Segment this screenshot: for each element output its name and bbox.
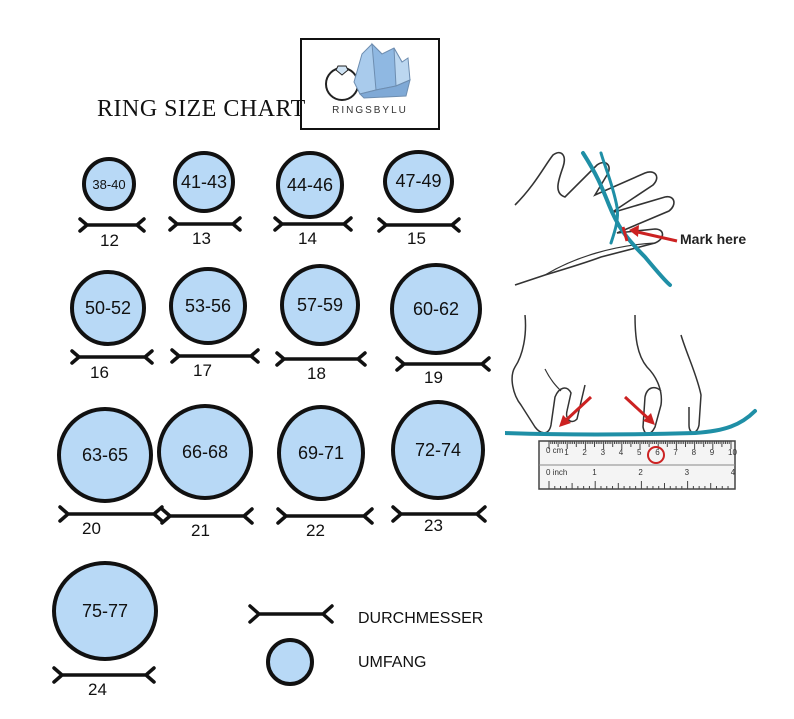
mark-here-label: Mark here — [680, 231, 747, 247]
ruler-cm-tick-label: 5 — [637, 448, 642, 457]
diameter-bracket-17 — [170, 348, 260, 364]
size-circle-20: 63-65 — [57, 407, 153, 503]
diameter-bracket-22 — [276, 507, 374, 525]
logo: RINGSBYLU — [300, 38, 440, 130]
legend-circumference-label: UMFANG — [358, 654, 427, 671]
ruler-cm-tick-label: 8 — [691, 448, 697, 457]
ruler-inch-tick-label: 2 — [638, 468, 643, 477]
legend-diameter-icon — [248, 604, 334, 624]
size-circle-16: 50-52 — [70, 270, 146, 346]
page-title: RING SIZE CHART — [97, 96, 306, 122]
ruler-cm-tick-label: 9 — [709, 448, 715, 457]
size-circle-19: 60-62 — [390, 263, 482, 355]
ruler-measure-illustration — [505, 315, 757, 490]
size-circle-24: 75-77 — [52, 561, 158, 661]
size-number-13: 13 — [192, 229, 211, 248]
ruler-inch-label: 0 inch — [546, 468, 568, 477]
size-circle-18: 57-59 — [280, 264, 360, 346]
size-circle-22: 69-71 — [277, 405, 365, 501]
size-circle-17: 53-56 — [169, 267, 247, 345]
size-circle-21: 66-68 — [157, 404, 253, 500]
diameter-bracket-12 — [78, 217, 146, 233]
legend-diameter-label: DURCHMESSER — [358, 610, 484, 627]
diameter-bracket-16 — [70, 349, 154, 365]
size-number-23: 23 — [424, 516, 443, 535]
ruler-inch-tick-label: 1 — [592, 468, 597, 477]
ruler-cm-tick-label: 1 — [564, 448, 569, 457]
diameter-bracket-18 — [275, 351, 367, 367]
size-circle-13: 41-43 — [173, 151, 235, 213]
size-circle-23: 72-74 — [391, 400, 485, 500]
size-circle-15: 47-49 — [383, 150, 454, 213]
size-number-24: 24 — [88, 680, 107, 699]
diameter-bracket-24 — [52, 666, 156, 684]
size-number-18: 18 — [307, 364, 326, 383]
diameter-bracket-21 — [160, 507, 254, 525]
size-number-14: 14 — [298, 229, 317, 248]
crystal-ring-logo-icon — [325, 42, 411, 101]
size-number-16: 16 — [90, 363, 109, 382]
size-number-15: 15 — [407, 229, 426, 248]
size-number-19: 19 — [424, 368, 443, 387]
legend-circumference-icon — [266, 638, 314, 686]
size-number-17: 17 — [193, 361, 212, 380]
logo-brand-text: RINGSBYLU — [332, 105, 408, 116]
diameter-bracket-23 — [391, 505, 487, 523]
ruler-inch-tick-label: 3 — [684, 468, 690, 477]
finger-measure-illustration — [514, 151, 678, 287]
size-number-20: 20 — [82, 519, 101, 538]
ruler-cm-tick-label: 7 — [673, 448, 678, 457]
size-number-22: 22 — [306, 521, 325, 540]
ruler-cm-tick-label: 2 — [582, 448, 587, 457]
ruler-cm-label: 0 cm — [546, 446, 564, 455]
size-number-21: 21 — [191, 521, 210, 540]
diameter-bracket-20 — [58, 505, 164, 523]
size-circle-14: 44-46 — [276, 151, 344, 219]
ruler-cm-tick-label: 3 — [600, 448, 606, 457]
diameter-bracket-13 — [168, 216, 242, 232]
size-circle-12: 38-40 — [82, 157, 136, 211]
ruler-cm-tick-label: 4 — [618, 448, 624, 457]
ruler-cm-tick-label: 6 — [655, 448, 660, 457]
ruler-cm-tick-label: 10 — [728, 448, 737, 457]
diameter-bracket-19 — [395, 356, 491, 372]
diameter-bracket-14 — [273, 216, 353, 232]
diameter-bracket-15 — [377, 217, 461, 233]
size-number-12: 12 — [100, 231, 119, 250]
ruler-inch-tick-label: 4 — [730, 468, 736, 477]
